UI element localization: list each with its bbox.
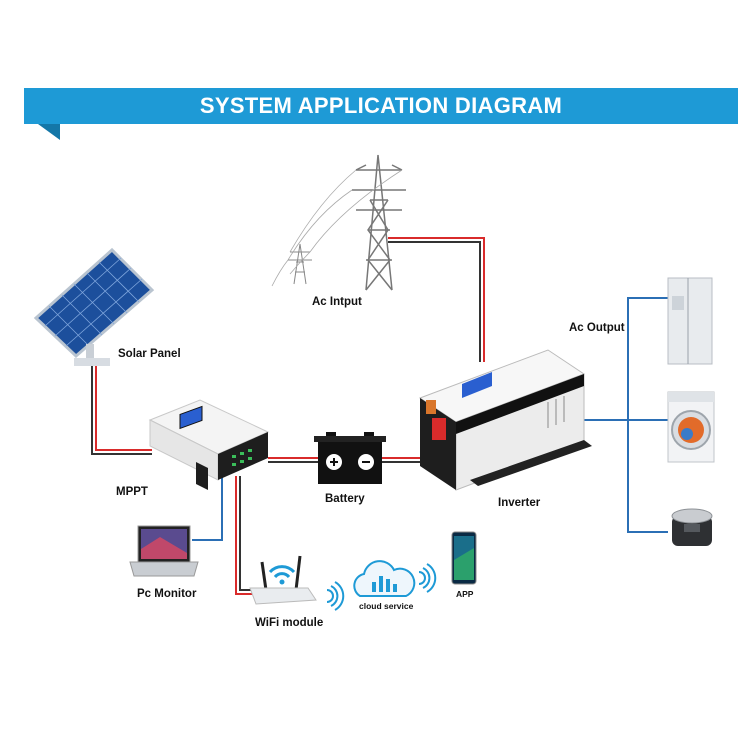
washing-machine-icon (667, 391, 715, 463)
title-banner (24, 88, 738, 124)
ac-output-label: Ac Output (569, 322, 625, 334)
wire-acinput-dark (388, 241, 481, 362)
battery-icon (314, 432, 386, 484)
wire-wifi-red (235, 476, 252, 595)
app-label: APP (456, 589, 474, 599)
wifi-router-icon (249, 555, 317, 605)
wire-wifi-dark (239, 476, 252, 591)
wire-solar-red (95, 366, 152, 451)
cloud-service-icon (353, 560, 416, 597)
wires (91, 237, 668, 595)
power-lines (271, 169, 403, 287)
pc-monitor-label: Pc Monitor (137, 588, 197, 600)
rice-cooker-icon (671, 508, 713, 546)
wire-pc-blue (192, 476, 223, 541)
mppt-controller-icon (148, 399, 270, 490)
signal-icon (418, 563, 437, 593)
battery-label: Battery (325, 493, 365, 505)
wire-acinput-red (388, 237, 485, 362)
power-tower-large-icon (352, 154, 406, 291)
signal-icon (326, 581, 345, 611)
inverter-icon (418, 349, 592, 491)
wire-solar-dark (91, 366, 152, 455)
cloud-service-label: cloud service (359, 601, 414, 611)
solar-panel-label: Solar Panel (118, 348, 181, 360)
wire-acoutput-blue (580, 297, 668, 533)
smartphone-icon (451, 531, 477, 585)
laptop-icon (129, 525, 199, 577)
ac-input-label: Ac Intput (312, 296, 362, 308)
solar-panel-icon (33, 247, 155, 366)
banner-tail (38, 124, 60, 140)
refrigerator-icon (667, 277, 713, 365)
mppt-label: MPPT (116, 486, 148, 498)
wifi-module-label: WiFi module (255, 617, 324, 629)
inverter-label: Inverter (498, 497, 541, 509)
page-title: SYSTEM APPLICATION DIAGRAM (199, 93, 563, 118)
